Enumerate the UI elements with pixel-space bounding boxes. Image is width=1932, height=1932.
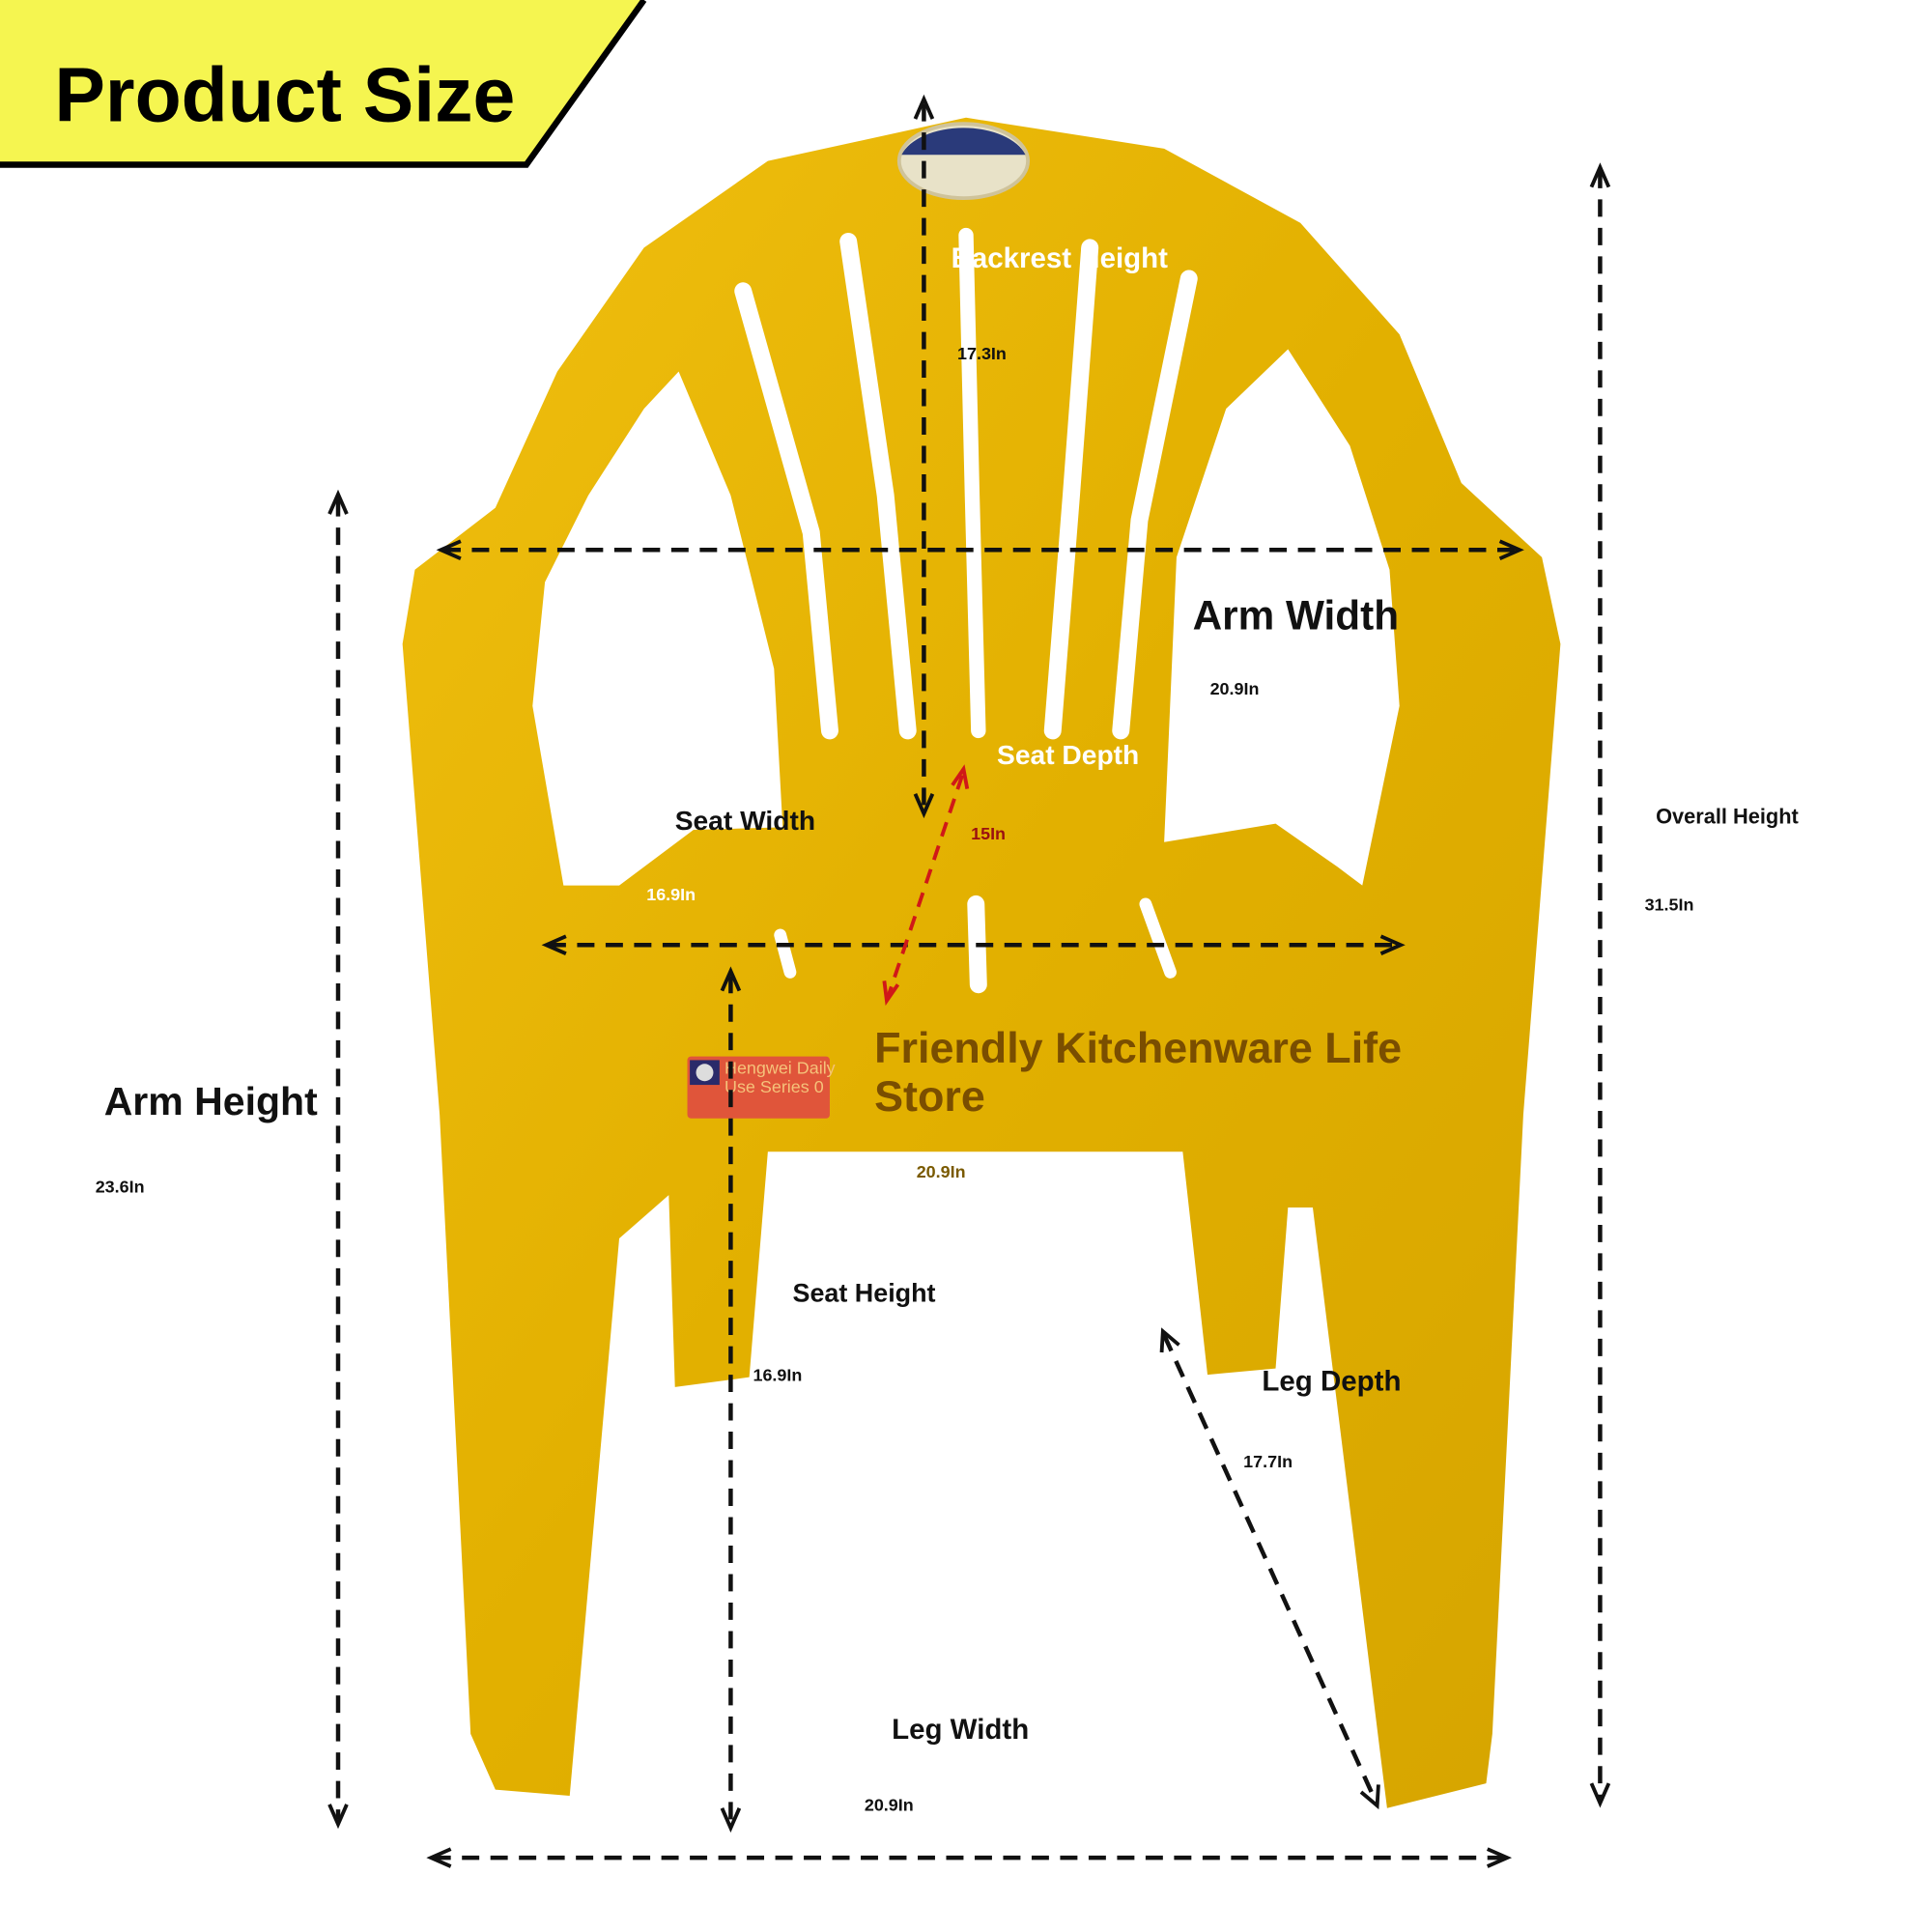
seat-height-label: Seat Height [793,1278,936,1307]
arrow-down-icon [327,1804,349,1830]
arrow-right-icon [1486,1847,1513,1868]
seat-depth-label: Seat Depth [997,739,1139,770]
arrow-left-icon [426,1847,452,1868]
arrow-right-icon [1379,934,1406,955]
arrow-up-icon [1589,162,1611,188]
arm-width-value: 20.9In [1210,679,1260,698]
product-size-banner: Product Size [0,0,647,168]
sticker-line2: Use Series 0 [724,1077,824,1096]
arrow-left-icon [541,934,567,955]
arrow-up-icon [951,764,970,790]
backrest-height-label: Backrest Height [952,242,1169,274]
arm-width-label: Arm Width [1193,592,1399,638]
overall-height-label: Overall Height [1656,805,1799,829]
chair-image: Hengwei Daily Use Series 0 [402,117,1561,1808]
arrow-down-icon [720,1807,742,1833]
arrow-right-icon [1498,539,1524,560]
leg-width-label: Leg Width [892,1714,1029,1746]
overall-height-value: 31.5In [1645,895,1694,914]
seat-width-value: 16.9In [646,885,696,904]
leg-depth-value: 17.7In [1243,1452,1293,1471]
banner-title: Product Size [54,52,515,138]
seat-height-value: 16.9In [753,1365,802,1384]
arrow-up-icon [1159,1327,1180,1353]
seat-depth-line [886,774,964,998]
arrow-down-icon [882,980,900,1007]
seat-width-label: Seat Width [675,805,815,836]
arrow-left-icon [436,539,462,560]
watermark-line2: Store [874,1071,985,1121]
dimension-lines [327,94,1611,1868]
arrow-down-icon [913,793,935,819]
arm-height-label: Arm Height [104,1079,318,1123]
leg-width-value: 20.9In [865,1795,914,1814]
arrow-down-icon [1359,1784,1380,1810]
watermark-line1: Friendly Kitchenware Life [874,1023,1402,1072]
arrow-up-icon [913,94,935,120]
leg-depth-label: Leg Depth [1262,1366,1401,1398]
backrest-height-value: 17.3In [957,344,1007,363]
dimension-labels: Backrest Height 17.3In Arm Width 20.9In … [96,242,1799,1814]
arm-height-value: 23.6In [96,1178,145,1197]
arrow-up-icon [327,489,349,515]
arrow-up-icon [720,966,742,992]
front-width-value: 20.9In [917,1162,966,1181]
seat-depth-value: 15In [971,824,1006,843]
red-sticker: Hengwei Daily Use Series 0 [687,1056,836,1119]
arrow-down-icon [1589,1782,1611,1808]
sticker-line1: Hengwei Daily [724,1059,836,1078]
